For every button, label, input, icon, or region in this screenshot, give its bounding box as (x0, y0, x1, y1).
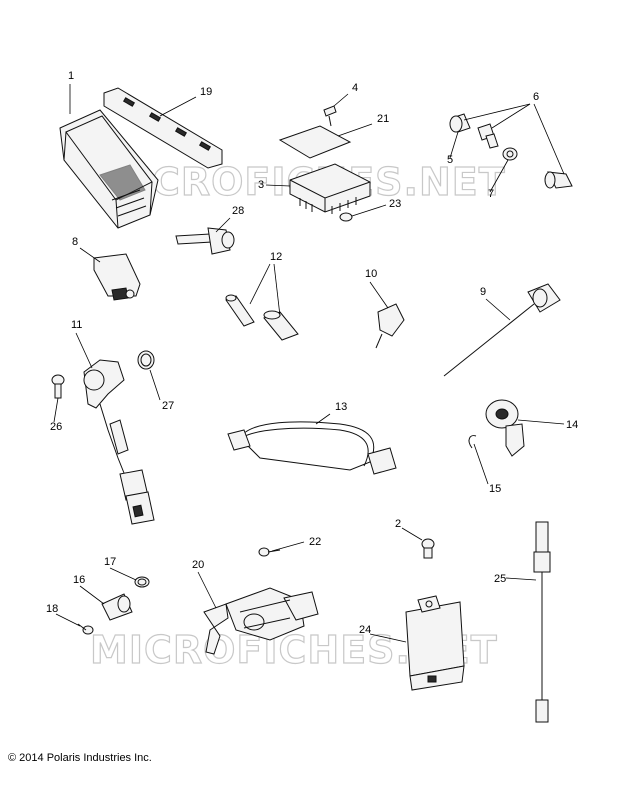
callout-13: 13 (335, 401, 347, 413)
part-oring-27 (137, 350, 155, 370)
callout-16: 16 (73, 574, 85, 586)
callout-9: 9 (480, 286, 486, 298)
callout-19: 19 (200, 86, 212, 98)
part-bolt-18 (77, 623, 94, 635)
part-cable-25 (533, 521, 551, 723)
callout-20: 20 (192, 559, 204, 571)
part-valve-20 (203, 587, 319, 655)
callout-11: 11 (71, 319, 82, 331)
part-relay-24 (405, 595, 465, 691)
part-sensor-5 (449, 113, 471, 133)
part-nut-23 (339, 212, 353, 222)
part-harness-13 (227, 421, 397, 475)
callout-17: 17 (104, 556, 116, 568)
part-sensor-6b (544, 171, 573, 189)
part-ecu (59, 109, 159, 229)
part-oring-17 (134, 576, 150, 588)
callout-3: 3 (258, 179, 264, 191)
callout-12: 12 (270, 251, 282, 263)
part-sleeves-12 (225, 294, 299, 341)
part-sensor-11 (83, 359, 155, 525)
part-bolt-2 (421, 538, 435, 559)
callout-6: 6 (533, 91, 539, 103)
part-bolt-26 (51, 374, 65, 399)
callout-22: 22 (309, 536, 321, 548)
callout-27: 27 (162, 400, 174, 412)
callout-15: 15 (489, 483, 501, 495)
part-screw-22 (258, 547, 281, 557)
part-module-3 (289, 163, 371, 214)
part-clip-6 (477, 123, 499, 149)
part-knock-sensor-14 (485, 399, 525, 457)
part-map-sensor-8 (93, 253, 141, 301)
callout-24: 24 (359, 624, 371, 636)
part-sensor-16 (101, 593, 133, 621)
part-screw-4 (323, 105, 337, 127)
leader-lines (53, 84, 565, 643)
callout-23: 23 (389, 198, 401, 210)
callout-10: 10 (365, 268, 377, 280)
part-clip-15 (468, 435, 477, 449)
callout-21: 21 (377, 113, 389, 125)
part-temp-sensor-10 (375, 303, 405, 349)
callout-2: 2 (395, 518, 401, 530)
callout-14: 14 (566, 419, 578, 431)
copyright-notice: © 2014 Polaris Industries Inc. (8, 752, 152, 764)
callout-1: 1 (68, 70, 74, 82)
part-seal-7 (502, 147, 518, 161)
callout-18: 18 (46, 603, 58, 615)
part-switch-28 (175, 227, 235, 255)
callout-25: 25 (494, 573, 506, 585)
callout-7: 7 (488, 188, 494, 200)
part-probe-9 (443, 283, 561, 377)
part-bracket (103, 87, 223, 169)
callout-4: 4 (352, 82, 358, 94)
callout-26: 26 (50, 421, 62, 433)
callout-28: 28 (232, 205, 244, 217)
callout-5: 5 (447, 154, 453, 166)
part-pad (278, 125, 352, 159)
callout-8: 8 (72, 236, 78, 248)
